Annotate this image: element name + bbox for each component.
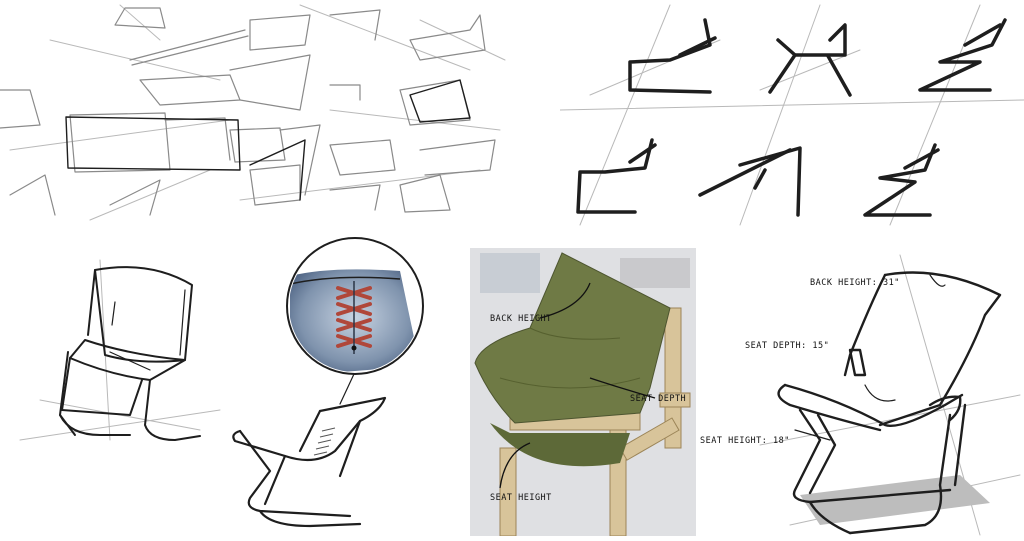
concept-2-chair <box>768 23 852 97</box>
photo-seat-depth-label: SEAT DEPTH <box>630 394 686 404</box>
concept-5-chair <box>698 146 802 217</box>
exploration-sketches-panel <box>0 0 510 225</box>
final-chair-sketch-panel: BACK HEIGHT: 31" SEAT DEPTH: 15" SEAT HE… <box>700 245 1024 541</box>
sling-chair-sketch <box>232 396 387 528</box>
prototype-photo: BACK HEIGHT SEAT DEPTH SEAT HEIGHT <box>470 248 696 536</box>
final-seat-height-label: SEAT HEIGHT: 18" <box>700 436 790 446</box>
perspective-chair-sketch <box>19 259 221 441</box>
perspective-chair-sketch-panel <box>0 240 230 541</box>
concept-4-chair <box>576 138 657 214</box>
concept-3-chair <box>918 18 1007 92</box>
prototype-photo-panel: BACK HEIGHT SEAT DEPTH SEAT HEIGHT <box>470 248 696 536</box>
thumbnail-concepts <box>560 4 1024 226</box>
concept-1-chair <box>628 18 717 94</box>
photo-seat-height-label: SEAT HEIGHT <box>490 493 552 503</box>
floor-shadow <box>800 475 990 525</box>
lacing-detail-sketch <box>232 237 424 528</box>
exploration-sketches <box>0 4 506 221</box>
final-back-height-label: BACK HEIGHT: 31" <box>810 278 900 288</box>
photo-back-height-label: BACK HEIGHT <box>490 314 552 324</box>
lacing-detail-panel <box>210 236 460 541</box>
concept-6-chair <box>863 143 940 217</box>
final-chair-sketch: BACK HEIGHT: 31" SEAT DEPTH: 15" SEAT HE… <box>700 254 1021 536</box>
thumbnail-concepts-panel <box>560 0 1024 230</box>
final-seat-depth-label: SEAT DEPTH: 15" <box>745 341 829 351</box>
